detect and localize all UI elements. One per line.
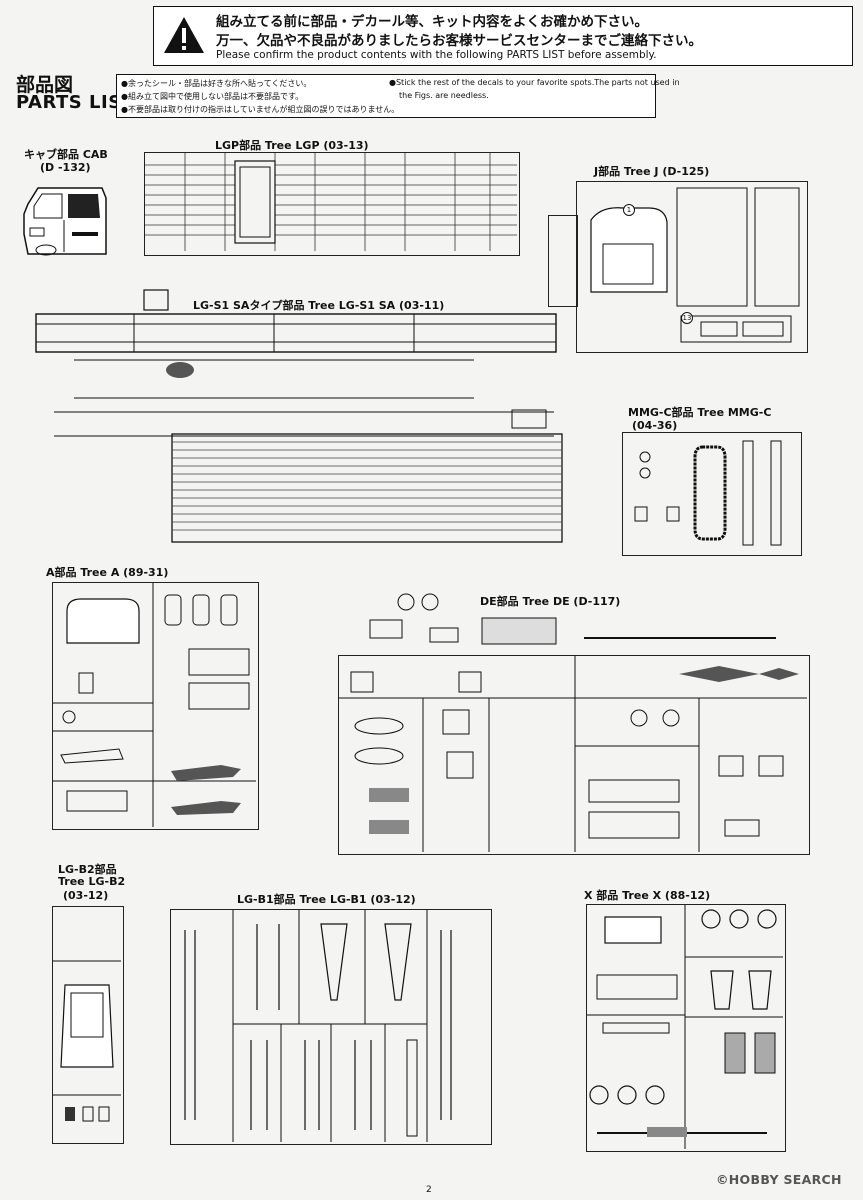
note-en-2: the Figs. are needless. — [399, 91, 489, 100]
tree-de-frame — [338, 655, 810, 855]
part-number-1: 1 — [623, 204, 635, 216]
tree-x-parts — [587, 905, 783, 1149]
tree-lgp-label: LGP部品 Tree LGP (03-13) — [215, 139, 369, 152]
tree-lgb1-label: LG-B1部品 Tree LG-B1 (03-12) — [237, 893, 416, 906]
section-title-en: PARTS LIST — [16, 92, 135, 113]
tree-lgb2-parts — [53, 960, 121, 1122]
hobby-search-watermark: ©HOBBY SEARCH — [716, 1172, 842, 1187]
tree-x-frame — [586, 904, 786, 1152]
notes-box: ●余ったシール・部品は好きな所へ貼ってください。 ●組み立て図中で使用しない部品… — [116, 74, 680, 118]
tree-lgb2-label-2: Tree LG-B2 — [58, 875, 126, 888]
tree-lgb2-label-1: LG-B2部品 — [58, 863, 117, 876]
tree-lgp-parts — [145, 153, 517, 251]
warning-jp-line-2: 万一、欠品や不良品がありましたらお客様サービスセンターまでご連絡下さい。 — [216, 33, 702, 49]
note-en-1: ●Stick the rest of the decals to your fa… — [389, 78, 680, 87]
warning-triangle-icon — [164, 17, 204, 53]
tree-mmgc-label-1: MMG-C部品 Tree MMG-C — [628, 406, 772, 419]
tree-lgs1-parts — [35, 289, 563, 543]
tree-j-parts — [590, 187, 800, 343]
page-number: 2 — [426, 1185, 432, 1195]
tree-a-label: A部品 Tree A (89-31) — [46, 566, 169, 579]
tree-a-frame — [52, 582, 259, 830]
warning-box: 組み立てる前に部品・デカール等、キット内容をよくお確かめ下さい。 万一、欠品や不… — [153, 6, 853, 66]
section-title-jp: 部品図 — [16, 74, 74, 96]
tree-j-side-frame — [548, 215, 578, 307]
note-jp-2: ●組み立て図中で使用しない部品は不要部品です。 — [121, 92, 304, 101]
tree-mmgc-label-2: (04-36) — [632, 419, 678, 432]
tree-j-frame: 1 13 — [576, 181, 808, 353]
part-number-13: 13 — [681, 312, 693, 324]
tree-de-shaft — [584, 637, 776, 639]
cab-label-2: (D -132) — [40, 161, 91, 174]
tree-mmgc-frame — [622, 432, 802, 556]
tree-x-label: X 部品 Tree X (88-12) — [584, 889, 711, 902]
tree-de-parts — [339, 656, 807, 852]
warning-en-line: Please confirm the product contents with… — [216, 49, 657, 61]
tree-lgb1-parts — [184, 910, 452, 1142]
tree-de-label: DE部品 Tree DE (D-117) — [480, 595, 621, 608]
note-jp-3: ●不要部品は取り付けの指示はしていませんが組立図の誤りではありません。 — [121, 105, 400, 114]
tree-a-parts — [53, 583, 256, 827]
tree-lgb2-frame — [52, 906, 124, 1144]
note-jp-1: ●余ったシール・部品は好きな所へ貼ってください。 — [121, 79, 312, 88]
tree-lgb2-label-3: (03-12) — [63, 889, 109, 902]
tree-lgb1-frame — [170, 909, 492, 1145]
tree-de-top-parts — [369, 593, 557, 645]
tree-mmgc-parts — [634, 440, 782, 546]
tree-lgs1-label: LG-S1 SAタイプ部品 Tree LG-S1 SA (03-11) — [193, 299, 445, 312]
cab-drawing — [23, 187, 107, 256]
cab-label-1: キャブ部品 CAB — [24, 148, 108, 161]
tree-lgp-frame — [144, 152, 520, 256]
warning-jp-line-1: 組み立てる前に部品・デカール等、キット内容をよくお確かめ下さい。 — [216, 14, 648, 30]
tree-j-label: J部品 Tree J (D-125) — [594, 165, 710, 178]
